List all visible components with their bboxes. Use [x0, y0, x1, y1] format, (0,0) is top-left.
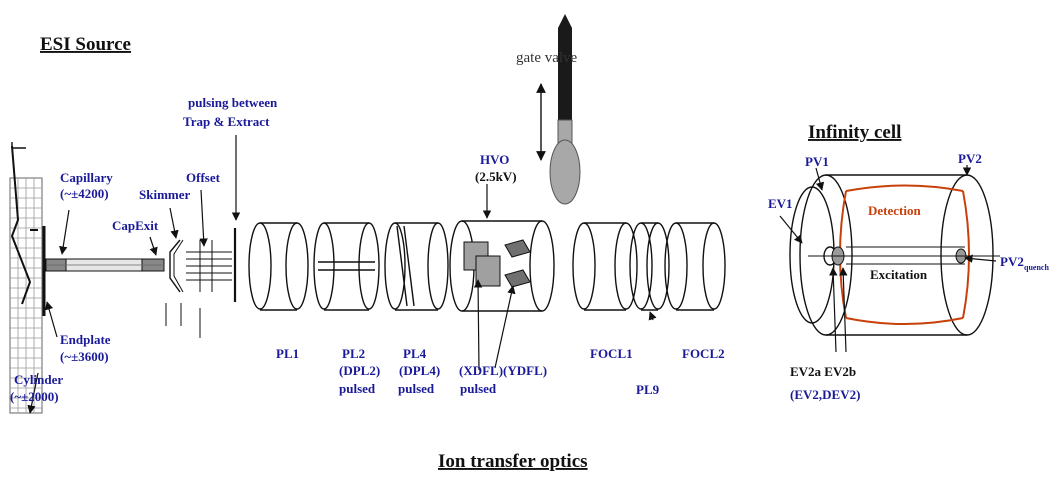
- heading-esi-source: ESI Source: [40, 34, 131, 55]
- label-pv2: PV2: [958, 151, 982, 166]
- label-pulsing-2: Trap & Extract: [183, 114, 270, 129]
- label-hvo-voltage: (2.5kV): [475, 169, 517, 184]
- heading-infinity-cell: Infinity cell: [808, 122, 901, 143]
- label-pl4-pulsed: pulsed: [398, 381, 435, 396]
- label-cylinder-2: (~±2000): [10, 389, 59, 404]
- cylinder-grid: [9, 177, 43, 414]
- label-pl2-pulsed: pulsed: [339, 381, 376, 396]
- label-pl2: PL2: [342, 346, 365, 361]
- pl9-electrode: [629, 222, 670, 311]
- label-cylinder-1: Cylinder: [14, 372, 63, 387]
- label-ev2-dev2: (EV2,DEV2): [790, 387, 860, 402]
- label-capexit: CapExit: [112, 218, 159, 233]
- label-focl1: FOCL1: [590, 346, 633, 361]
- offset-rods: [165, 240, 232, 338]
- label-endplate-2: (~±3600): [60, 349, 109, 364]
- label-excitation: Excitation: [870, 267, 928, 282]
- label-gate-valve: gate valve: [516, 50, 578, 66]
- label-pl1: PL1: [276, 346, 299, 361]
- label-hvo: HVO: [480, 152, 509, 167]
- label-capillary-1: Capillary: [60, 170, 113, 185]
- pl2-electrode: [313, 222, 380, 311]
- focl1-electrode: [572, 222, 638, 311]
- deflector-electrode: [449, 220, 555, 312]
- label-detection: Detection: [868, 203, 921, 218]
- gate-valve: [536, 14, 581, 205]
- spray-needle: [10, 142, 38, 305]
- label-ev2a-ev2b: EV2a EV2b: [790, 364, 856, 379]
- focl2-electrode: [664, 222, 726, 311]
- label-deflector-pulsed: pulsed: [460, 381, 497, 396]
- label-pl9: PL9: [636, 382, 660, 397]
- pl1-electrode: [248, 222, 309, 311]
- label-pulsing-1: pulsing between: [188, 95, 278, 110]
- label-capillary-2: (~±4200): [60, 186, 109, 201]
- label-xdfl-ydfl: (XDFL)(YDFL): [459, 363, 547, 378]
- capillary: [45, 258, 165, 272]
- skimmer-cone: [169, 239, 184, 293]
- label-focl2: FOCL2: [682, 346, 725, 361]
- label-offset: Offset: [186, 170, 221, 185]
- label-pl4: PL4: [403, 346, 427, 361]
- label-ev1: EV1: [768, 196, 793, 211]
- label-skimmer: Skimmer: [139, 187, 191, 202]
- label-endplate-1: Endplate: [60, 332, 111, 347]
- label-dpl2: (DPL2): [339, 363, 380, 378]
- label-dpl4: (DPL4): [399, 363, 440, 378]
- label-pv2-quench-subscript: quench: [1024, 263, 1049, 272]
- pl4-electrode: [384, 222, 449, 311]
- infinity-cell: [789, 174, 1000, 336]
- label-pv1: PV1: [805, 154, 829, 169]
- label-pv2-quench: PV2: [1000, 254, 1024, 269]
- callout-arrows: [27, 135, 997, 414]
- heading-ion-transfer-optics: Ion transfer optics: [438, 451, 588, 472]
